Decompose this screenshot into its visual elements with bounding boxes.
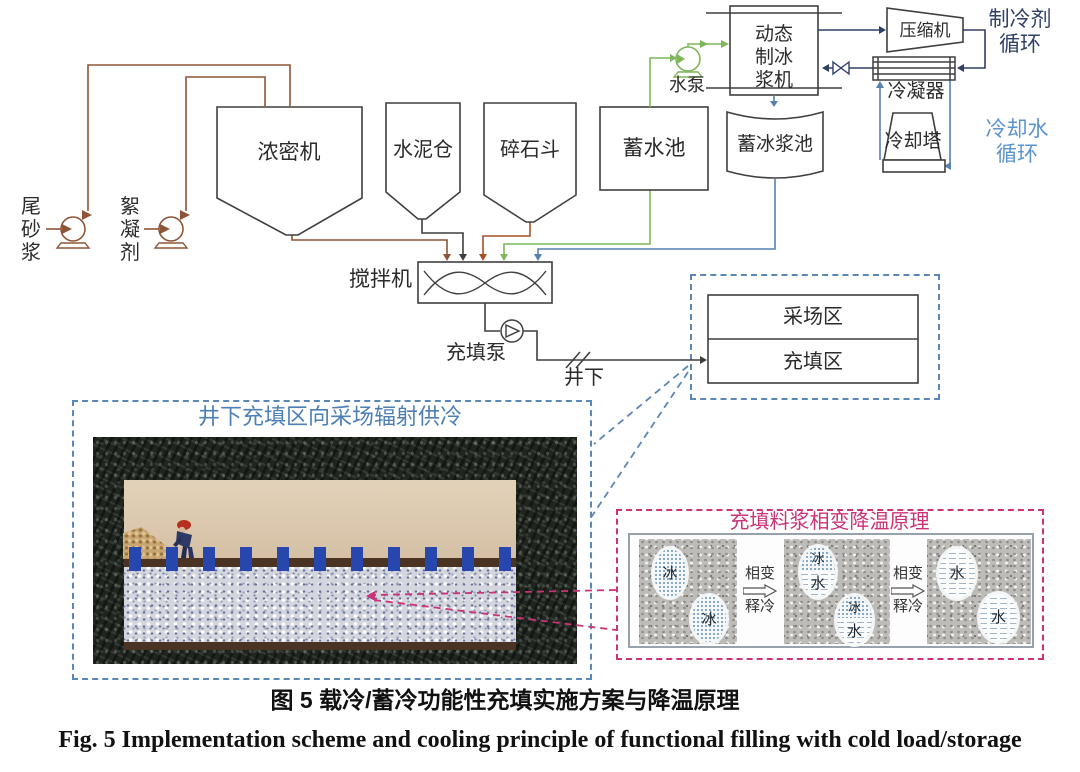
phase-inset-border [616,509,1044,660]
pipe-block [240,547,252,571]
condenser-label: 冷凝器 [887,81,945,102]
ice-label: 冰 [701,610,717,628]
caption-en: Fig. 5 Implementation scheme and cooling… [58,727,1022,753]
thickener-label: 浓密机 [257,141,321,164]
filling-area-label: 充填区 [783,351,843,373]
water-blob: 水 [980,594,1017,641]
mixer-shape [417,261,553,304]
pipe-block [166,547,178,571]
pipe-block [425,547,437,571]
phase-panel-ice-water: 冰 水 冰 水 [784,539,890,644]
cooling-tower-label: 冷却塔 [884,131,942,152]
arrowhead [700,40,708,48]
arrowhead [459,254,467,261]
pipe-block [277,547,289,571]
refrigerant-cycle-label: 制冷剂循环 [988,8,1052,56]
cooling-water-cycle-label: 冷却水循环 [985,118,1049,166]
underground-photo [93,437,577,664]
phase-inset-box: 冰 冰 相变 释冷 冰 水 冰 水 相变 [628,533,1034,648]
cement-silo-label: 水泥仓 [393,139,453,161]
flocculant-pump-icon [153,210,190,249]
ice-part: 冰 [801,547,835,570]
cooling-pipe-blocks [124,547,516,571]
water-label: 水 [846,622,862,640]
pipe-block [388,547,400,571]
caption-cn: 图 5 载冷/蓄冷功能性充填实施方案与降温原理 [270,687,740,713]
pipe-block [351,547,363,571]
stope-dashed-border [690,274,940,400]
arrowhead [879,26,886,34]
gravel-hopper-label: 碎石斗 [500,139,560,161]
ice-machine-label: 动态制冰浆机 [754,24,793,91]
pipe-block [462,547,474,571]
filling-pump-label: 充填泵 [446,342,506,364]
gravel-line [482,222,531,256]
underground-label: 井下 [564,367,604,389]
pipe-block [314,547,326,571]
water-label: 水 [990,609,1006,626]
water-blob: 水 [939,549,975,598]
arrowhead [534,254,542,261]
photo-inset-border [72,400,592,680]
miner-figure [173,520,194,558]
ice-blob: 冰 [692,596,726,642]
ice-water-blob: 冰 水 [837,596,872,644]
water-pump-label: 水泵 [669,75,705,95]
thickener-shape [216,106,363,236]
phase-panel-ice: 冰 冰 [639,539,737,644]
ice-slurry-feed-line [537,179,776,256]
phase-arrow-bottom-label: 释冷 [744,597,775,615]
phase-arrow-top-label: 相变 [744,565,775,582]
water-label: 水 [810,575,826,592]
hollow-arrow-icon [891,583,925,598]
hollow-arrow-icon [743,583,777,598]
ice-part: 冰 [837,596,872,619]
phase-arrow-bottom-label: 释冷 [892,597,923,615]
ice-pool-label: 蓄冰浆池 [736,134,813,155]
phase-panel-water: 水 水 [927,539,1031,644]
photo-inset-title: 井下充填区向采场辐射供冷 [197,404,462,429]
arrowhead [670,54,677,62]
phase-arrow-1: 相变 释冷 [740,565,780,617]
water-feed-line [503,190,651,256]
ice-label: 冰 [811,551,825,566]
water-pool-label: 蓄水池 [622,137,686,160]
condenser-shape [872,56,956,81]
phase-arrow-2: 相变 释冷 [888,565,928,617]
arrowhead [770,101,778,107]
phase-inset-title: 充填料浆相变降温原理 [729,511,930,533]
arrowhead [822,64,829,72]
water-part: 水 [837,618,872,644]
arrowhead [479,254,487,261]
stope-area-label: 采场区 [783,306,843,328]
valve-icon [832,60,850,76]
arrowhead [944,162,951,170]
arrowhead [443,254,451,261]
filling-line [484,303,701,369]
stope-scene [123,480,516,650]
pipe-block [129,547,141,571]
compressor-label: 压缩机 [899,21,951,40]
arrowhead [721,40,729,48]
tailings-pump-icon [55,210,92,249]
ice-label: 冰 [847,599,861,615]
pipe-block [203,547,215,571]
water-pump-icon [672,46,704,78]
pipe-block [499,547,511,571]
thickener-discharge-line [291,235,448,256]
arrowhead [500,254,508,261]
ice-label: 冰 [662,564,678,582]
ice-water-blob: 冰 水 [801,547,835,597]
arrowhead [957,64,964,72]
mixer-label: 搅拌机 [349,268,412,291]
tailings-label: 尾砂浆 [21,196,41,264]
filling-pump-icon [500,319,524,343]
water-label: 水 [949,565,965,582]
fill-floor-bar [124,642,516,650]
ice-blob: 冰 [654,549,686,597]
water-part: 水 [801,570,835,597]
flocculant-label: 絮凝剂 [120,196,140,264]
phase-arrow-top-label: 相变 [892,565,923,582]
cement-line [421,219,464,256]
